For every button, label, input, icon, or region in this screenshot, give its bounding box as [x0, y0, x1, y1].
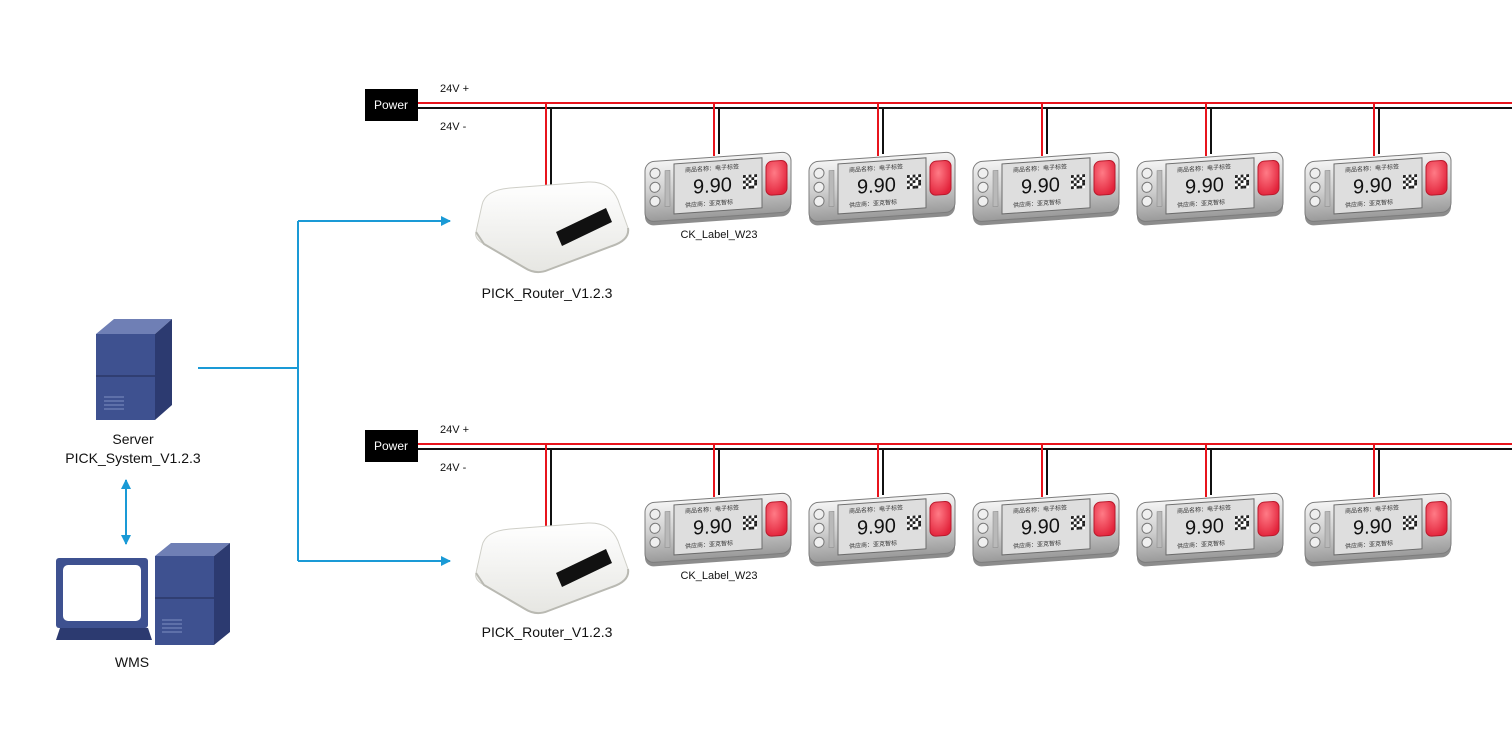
- qr-code-icon: [1071, 174, 1085, 190]
- qr-code-icon: [907, 515, 921, 531]
- label-supplier-line: 供应商：亚克智标: [1345, 539, 1393, 550]
- pick-button-icon: [765, 159, 788, 196]
- router-label: PICK_Router_V1.2.3: [482, 624, 613, 640]
- label-product-line: 商品名称：电子标签: [1013, 503, 1067, 515]
- pick-row-1: Power 24V + 24V - PICK_Router_V1.2.3 CK_…: [365, 83, 1512, 301]
- electronic-label-group-row-1: 商品名称：电子标签9.90供应商：亚克智标商品名称：电子标签9.90供应商：亚克…: [644, 103, 1452, 226]
- pick-button-icon: [1093, 159, 1116, 196]
- label-price: 9.90: [857, 174, 896, 199]
- qr-code-icon: [743, 174, 757, 190]
- wms-workstation-icon: [56, 543, 230, 645]
- qr-code-icon: [907, 174, 921, 190]
- label-product-line: 商品名称：电子标签: [685, 162, 739, 174]
- router-label: PICK_Router_V1.2.3: [482, 285, 613, 301]
- voltage-plus-label: 24V +: [440, 83, 469, 95]
- network-links: [198, 216, 451, 566]
- pick-button-icon: [1257, 500, 1280, 537]
- label-product-line: 商品名称：电子标签: [1345, 503, 1399, 515]
- pick-button-icon: [1425, 159, 1448, 196]
- server-version-label: PICK_System_V1.2.3: [65, 450, 201, 466]
- label-supplier-line: 供应商：亚克智标: [1013, 539, 1061, 550]
- router-icon: [475, 181, 630, 274]
- pick-row-2: Power 24V + 24V - PICK_Router_V1.2.3 CK_…: [365, 424, 1512, 640]
- label-price: 9.90: [857, 515, 896, 540]
- qr-code-icon: [743, 515, 757, 531]
- pick-button-icon: [929, 159, 952, 196]
- label-price: 9.90: [1353, 515, 1392, 540]
- label-product-line: 商品名称：电子标签: [1177, 162, 1231, 174]
- label-supplier-line: 供应商：亚克智标: [849, 198, 897, 209]
- label-price: 9.90: [693, 174, 732, 199]
- power-box: [365, 430, 418, 462]
- label-product-line: 商品名称：电子标签: [1013, 162, 1067, 174]
- qr-code-icon: [1235, 174, 1249, 190]
- label-caption: CK_Label_W23: [680, 229, 757, 241]
- pick-button-icon: [765, 500, 788, 537]
- power-label: Power: [374, 439, 408, 453]
- label-supplier-line: 供应商：亚克智标: [849, 539, 897, 550]
- server-icon: [96, 319, 172, 420]
- voltage-minus-label: 24V -: [440, 121, 467, 133]
- label-product-line: 商品名称：电子标签: [1345, 162, 1399, 174]
- label-product-line: 商品名称：电子标签: [1177, 503, 1231, 515]
- label-product-line: 商品名称：电子标签: [849, 503, 903, 515]
- label-supplier-line: 供应商：亚克智标: [1177, 198, 1225, 209]
- voltage-minus-label: 24V -: [440, 462, 467, 474]
- qr-code-icon: [1235, 515, 1249, 531]
- pick-button-icon: [1093, 500, 1116, 537]
- label-supplier-line: 供应商：亚克智标: [1013, 198, 1061, 209]
- label-caption: CK_Label_W23: [680, 570, 757, 582]
- pick-button-icon: [929, 500, 952, 537]
- label-supplier-line: 供应商：亚克智标: [685, 198, 733, 209]
- server-label: Server: [112, 431, 154, 447]
- pick-button-icon: [1425, 500, 1448, 537]
- label-supplier-line: 供应商：亚克智标: [685, 539, 733, 550]
- label-price: 9.90: [693, 515, 732, 540]
- pick-button-icon: [1257, 159, 1280, 196]
- label-price: 9.90: [1185, 515, 1224, 540]
- power-label: Power: [374, 98, 408, 112]
- qr-code-icon: [1403, 515, 1417, 531]
- label-price: 9.90: [1021, 174, 1060, 199]
- label-price: 9.90: [1185, 174, 1224, 199]
- label-supplier-line: 供应商：亚克智标: [1177, 539, 1225, 550]
- electronic-label-group-row-2: 商品名称：电子标签9.90供应商：亚克智标商品名称：电子标签9.90供应商：亚克…: [644, 444, 1452, 567]
- label-price: 9.90: [1353, 174, 1392, 199]
- label-price: 9.90: [1021, 515, 1060, 540]
- voltage-plus-label: 24V +: [440, 424, 469, 436]
- wms-label: WMS: [115, 654, 149, 670]
- power-box: [365, 89, 418, 121]
- router-icon: [475, 522, 630, 615]
- label-product-line: 商品名称：电子标签: [685, 503, 739, 515]
- qr-code-icon: [1071, 515, 1085, 531]
- label-supplier-line: 供应商：亚克智标: [1345, 198, 1393, 209]
- label-product-line: 商品名称：电子标签: [849, 162, 903, 174]
- qr-code-icon: [1403, 174, 1417, 190]
